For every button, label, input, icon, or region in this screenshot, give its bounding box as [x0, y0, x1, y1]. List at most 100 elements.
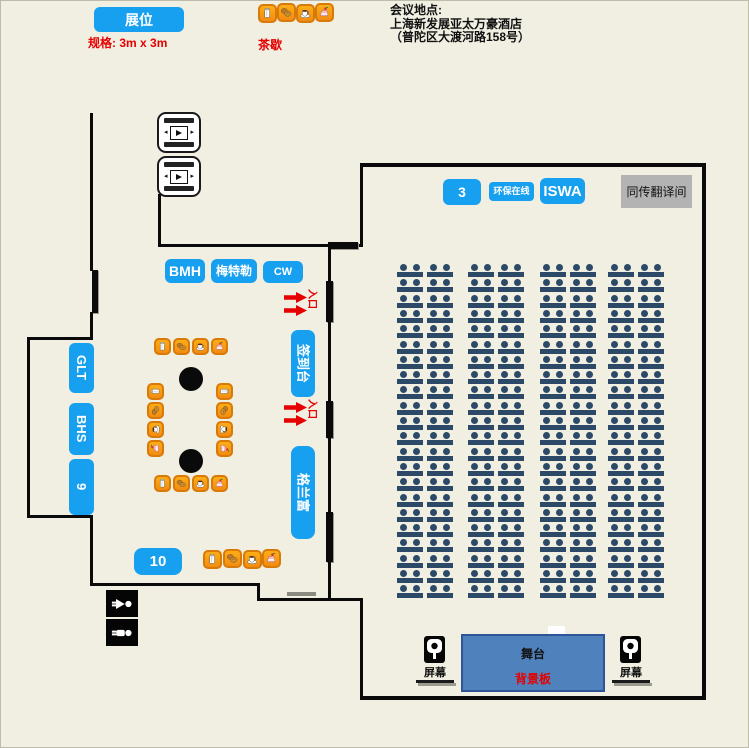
restroom-male-icon — [106, 619, 138, 646]
seat-unit — [570, 539, 596, 552]
seat-unit — [540, 448, 566, 461]
seat-unit — [427, 585, 453, 598]
seat-unit — [427, 402, 453, 415]
seat-unit — [570, 341, 596, 354]
seat-unit — [608, 494, 634, 507]
bread-icon — [173, 338, 190, 355]
door-foyer-bottom — [287, 592, 316, 596]
seat-unit — [397, 555, 423, 568]
seat-unit — [570, 463, 596, 476]
seat-unit — [468, 371, 494, 384]
seat-unit — [427, 279, 453, 292]
seat-unit — [540, 325, 566, 338]
wall-foyer-bottom-1 — [90, 583, 260, 586]
booth-10-label: 10 — [149, 553, 167, 570]
seat-unit — [638, 325, 664, 338]
coffee-icon — [147, 421, 164, 438]
seat-unit — [468, 386, 494, 399]
exhibitor-grundfos-label: 格兰富 — [295, 472, 311, 512]
projector-icon — [620, 636, 641, 663]
seat-unit — [468, 417, 494, 430]
seat-unit — [427, 463, 453, 476]
seat-unit — [498, 585, 524, 598]
stage-notch — [548, 626, 565, 634]
screen-label: 屏幕 — [620, 667, 642, 679]
seat-unit — [570, 570, 596, 583]
seat-unit — [540, 402, 566, 415]
cake-icon — [147, 440, 164, 457]
seat-unit — [427, 555, 453, 568]
seat-unit — [608, 555, 634, 568]
booth-legend-label: 展位 — [125, 11, 153, 28]
seat-unit — [570, 386, 596, 399]
seat-unit — [397, 386, 423, 399]
seat-unit — [397, 310, 423, 323]
wall-hall-right — [702, 163, 706, 700]
seat-unit — [638, 539, 664, 552]
seat-unit — [427, 341, 453, 354]
seat-unit — [397, 509, 423, 522]
seat-unit — [427, 524, 453, 537]
wall-left-upper — [90, 113, 93, 271]
coffee-icon — [192, 338, 209, 355]
stage-label: 舞台 — [520, 647, 545, 661]
seat-unit — [638, 478, 664, 491]
seat-unit — [638, 402, 664, 415]
thermos-icon — [203, 550, 222, 569]
seat-unit — [498, 555, 524, 568]
seat-unit — [498, 356, 524, 369]
exhibitor-cw-label: CW — [273, 265, 293, 278]
seat-unit — [468, 432, 494, 445]
exhibitor-mettler: 梅特勒 — [211, 259, 257, 283]
seat-unit — [638, 386, 664, 399]
door-left — [92, 270, 98, 313]
seat-unit — [570, 356, 596, 369]
seat-unit — [498, 371, 524, 384]
projector-icon — [424, 636, 445, 663]
bread-icon — [223, 549, 242, 568]
seat-unit — [498, 279, 524, 292]
seat-unit — [638, 279, 664, 292]
seat-unit — [570, 478, 596, 491]
seat-unit — [540, 585, 566, 598]
elevator-arrow-right: ▸ — [190, 129, 194, 136]
seat-unit — [498, 402, 524, 415]
stage: 舞台 背景板 — [461, 634, 605, 692]
seat-unit — [608, 402, 634, 415]
seat-unit — [397, 432, 423, 445]
cake-icon — [211, 338, 228, 355]
seat-unit — [427, 264, 453, 277]
bread-icon — [277, 3, 296, 22]
exhibitor-9-label: 9 — [74, 483, 89, 491]
seat-unit — [608, 356, 634, 369]
seat-unit — [540, 555, 566, 568]
screen-label: 屏幕 — [424, 667, 446, 679]
elevator-icon: ◂ ▸ — [157, 156, 201, 197]
wall-hall-top — [360, 163, 706, 167]
seat-unit — [608, 279, 634, 292]
seat-unit — [468, 402, 494, 415]
seat-unit — [638, 341, 664, 354]
venue-address: 会议地点: 上海新发展亚太万豪酒店 （普陀区大渡河路158号） — [390, 3, 720, 45]
signin-desk-label: 签到台 — [295, 343, 311, 383]
seating-grid — [397, 264, 664, 604]
coffee-icon — [296, 4, 315, 23]
seat-unit — [638, 509, 664, 522]
seat-unit — [570, 310, 596, 323]
wall-hall-lower-left — [360, 598, 363, 698]
wall-left-mid — [90, 312, 93, 339]
exhibitor-bmh-label: BMH — [169, 263, 201, 279]
screen-line — [416, 680, 454, 683]
seat-unit — [427, 448, 453, 461]
exhibitor-9: 9 — [69, 459, 94, 515]
seat-unit — [638, 448, 664, 461]
seat-unit — [397, 417, 423, 430]
seat-unit — [638, 524, 664, 537]
signin-desk: 签到台 — [291, 330, 315, 397]
seat-unit — [540, 478, 566, 491]
coffee-icon — [192, 475, 209, 492]
seat-unit — [570, 371, 596, 384]
seat-unit — [540, 310, 566, 323]
wall-left-lower — [90, 515, 93, 586]
seat-unit — [570, 432, 596, 445]
